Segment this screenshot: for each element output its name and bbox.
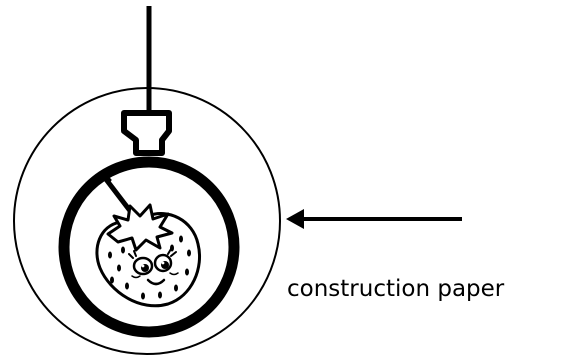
- construction-paper-circle: [13, 87, 281, 355]
- strawberry-icon: [95, 172, 201, 308]
- arrow-left-icon: [286, 209, 462, 229]
- ornament-ring: [58, 156, 240, 338]
- construction-paper-label: construction paper: [287, 276, 505, 302]
- ornament-cap: [121, 110, 172, 156]
